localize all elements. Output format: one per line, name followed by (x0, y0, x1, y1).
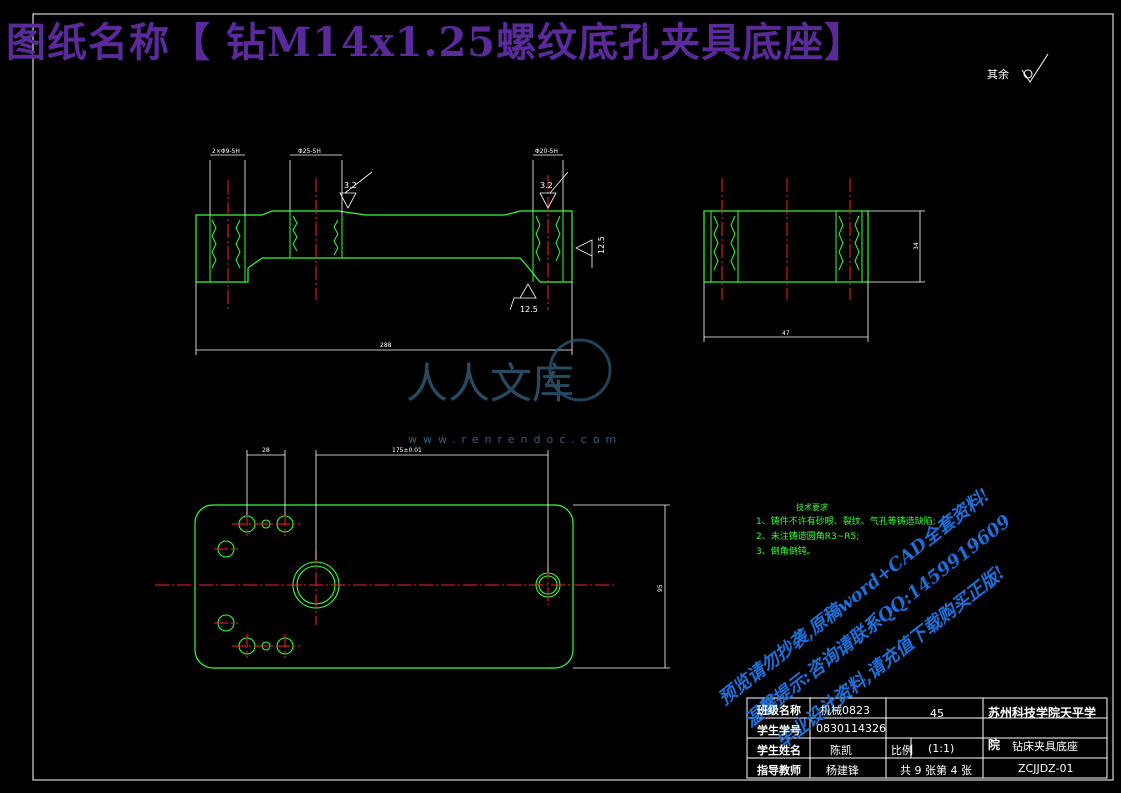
roughness-bottom-value: 12.5 (520, 305, 538, 314)
tb-teacher-value: 杨建锋 (826, 764, 859, 777)
tb-scale-value: (1:1) (928, 742, 955, 755)
notes-title: 技术要求 (796, 503, 828, 512)
dim-hole-left: 2×Φ9-5H (212, 148, 240, 155)
top-view: 28 175±0.01 95 (155, 447, 670, 669)
side-view: 47 34 (703, 178, 925, 342)
dim-top-width: 95 (657, 584, 664, 592)
tb-id-value: 0830114326 (816, 722, 886, 735)
technical-notes: 技术要求 1、铸件不许有砂眼、裂纹、气孔等铸造缺陷; 2、未注铸造圆角R3~R5… (756, 500, 936, 560)
dim-hole-right: Φ20-5H (535, 148, 558, 155)
dim-top-distance: 175±0.01 (392, 447, 422, 454)
surface-roughness-symbol (1021, 53, 1049, 83)
tb-drawing-no: ZCJJDZ-01 (1018, 762, 1074, 775)
front-view: 2×Φ9-5H Φ25-5H Φ20-5H 3.2 3.2 12.5 288 1… (195, 148, 606, 355)
roughness-right-value: 3.2 (540, 181, 553, 190)
dim-length-front: 288 (380, 342, 392, 349)
watermark-logo: 人人文库 (406, 338, 612, 408)
tb-name-label: 学生姓名 (757, 744, 801, 757)
tb-id-label: 学生学号 (757, 724, 801, 737)
tb-material: 45 (930, 707, 944, 720)
tb-sheets: 共 9 张第 4 张 (900, 764, 972, 777)
roughness-left-value: 3.2 (344, 181, 357, 190)
notes-item-2: 2、未注铸造圆角R3~R5; (756, 532, 860, 542)
dim-height-side: 34 (913, 242, 920, 250)
roughness-side-value: 12.5 (597, 236, 606, 254)
title-block (746, 697, 1108, 779)
tb-teacher-label: 指导教师 (757, 764, 801, 777)
tb-part-name: 钻床夹具底座 (1012, 740, 1078, 753)
dim-top-pitch: 28 (262, 447, 270, 454)
roughness-note-label: 其余 (987, 68, 1009, 81)
drawing-title: 图纸名称【 钻M14x1.25螺纹底孔夹具底座】 (6, 19, 866, 66)
dim-width-side: 47 (782, 330, 790, 337)
watermark-site: www.renrendoc.com (408, 433, 623, 446)
drawing-border (32, 13, 1114, 781)
dim-hole-center: Φ25-5H (298, 148, 321, 155)
notes-item-1: 1、铸件不许有砂眼、裂纹、气孔等铸造缺陷; (756, 517, 936, 527)
tb-scale-label: 比例 (891, 744, 913, 757)
tb-class-label: 班级名称 (757, 704, 801, 717)
watermark-brand: 人人文库 (406, 359, 574, 408)
tb-school-line1: 苏州科技学院天平学 (988, 706, 1097, 720)
tb-name-value: 陈凯 (830, 744, 852, 757)
tb-school-line2: 院 (988, 738, 1001, 752)
notes-item-3: 3、倒角倒钝。 (756, 547, 816, 557)
tb-class-value: 机械0823 (820, 704, 870, 717)
